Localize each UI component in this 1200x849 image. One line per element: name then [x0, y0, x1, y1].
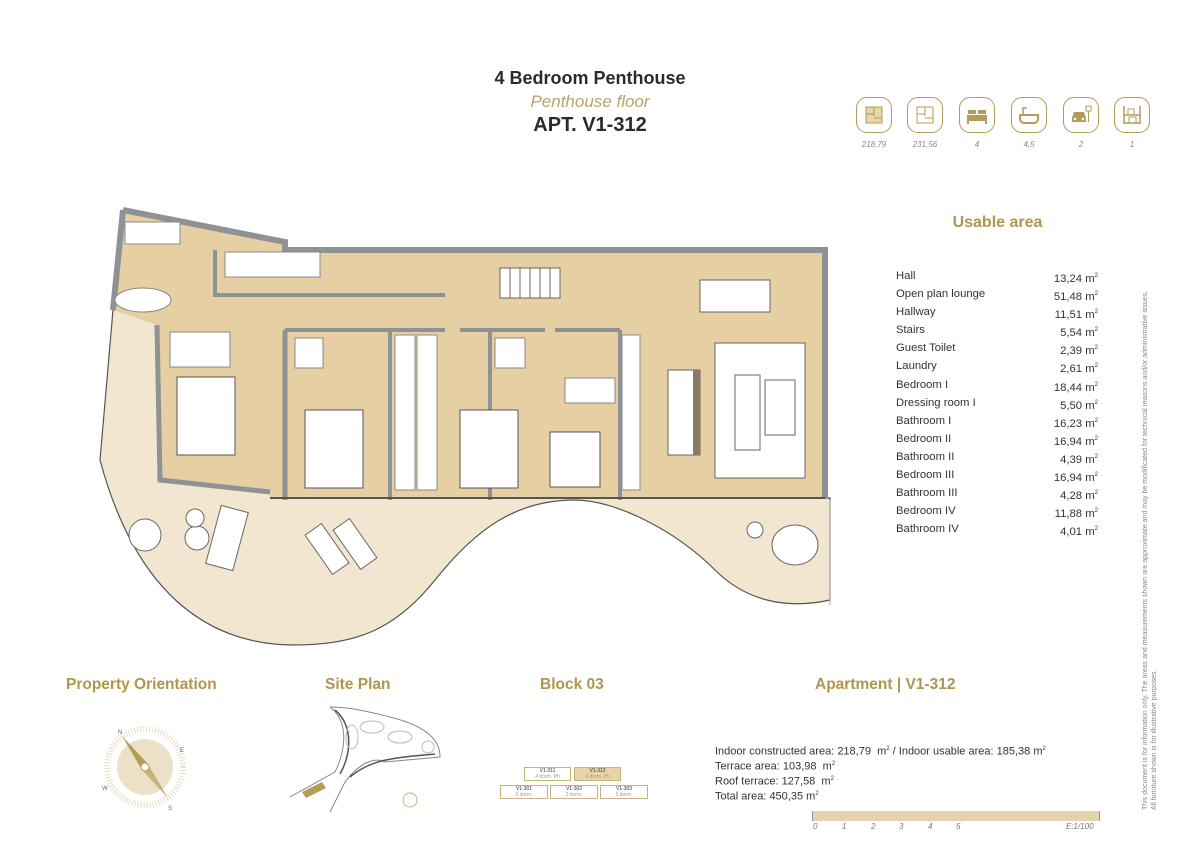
feature-storage: 1 — [1112, 97, 1152, 149]
page-title: 4 Bedroom Penthouse — [494, 68, 686, 88]
svg-text:W: W — [102, 786, 108, 792]
floor-plan — [99, 207, 831, 646]
scale-bar — [812, 811, 1100, 821]
parking-car-icon — [1072, 105, 1092, 122]
feature-constructed-area: 218,79 — [854, 97, 894, 149]
disclaimer: This document is for information only. T… — [1142, 290, 1158, 810]
site-plan-heading: Site Plan — [325, 676, 391, 693]
site-plan-map — [290, 706, 441, 813]
feature-bedrooms: 4 — [957, 97, 997, 149]
feature-bathrooms: 4,5 — [1009, 97, 1049, 149]
svg-text:N: N — [118, 730, 122, 736]
svg-text:S: S — [168, 806, 172, 812]
scale-ratio: E:1/100 — [1066, 822, 1094, 831]
storage-icon — [1123, 106, 1141, 124]
svg-text:E: E — [180, 748, 184, 754]
compass-icon: N E S W — [102, 726, 186, 812]
orientation-heading: Property Orientation — [66, 676, 217, 693]
feature-parking: 2 — [1061, 97, 1101, 149]
apartment-heading: Apartment | V1-312 — [815, 676, 956, 693]
plan-area-icon — [916, 106, 934, 124]
bed-icon — [967, 110, 987, 124]
floor-subtitle: Penthouse floor — [530, 92, 650, 111]
area-summary: Indoor constructed area: 218,79 m2 / Ind… — [715, 745, 1046, 804]
block-heading: Block 03 — [540, 676, 604, 693]
usable-area-title: Usable area — [952, 214, 1043, 231]
apartment-code: APT. V1-312 — [533, 114, 647, 136]
constructed-area-icon — [865, 106, 883, 124]
feature-plan-area: 231,56 — [905, 97, 945, 149]
bathtub-icon — [1019, 107, 1039, 124]
